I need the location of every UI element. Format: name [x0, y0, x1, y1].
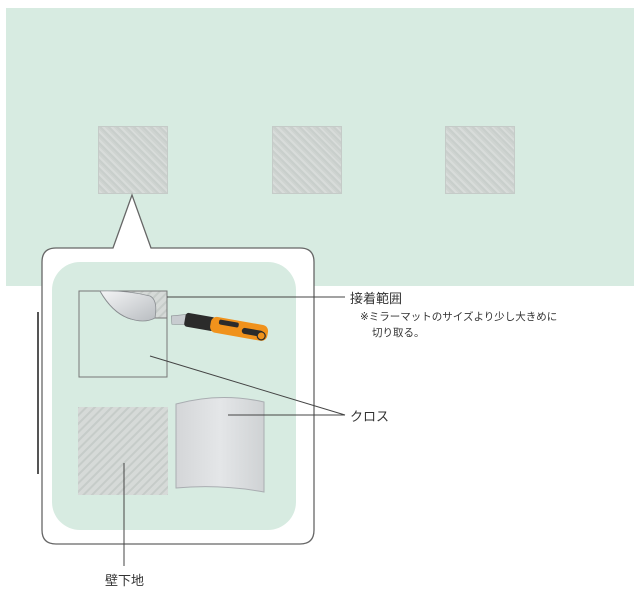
cloth-sheet-figure [175, 397, 265, 493]
peeled-cloth-corner-icon [99, 290, 157, 322]
utility-knife-icon [170, 312, 269, 341]
wall-base-label: 壁下地 [105, 574, 145, 589]
wall-tile-2 [272, 126, 342, 194]
wall-tile-1 [98, 126, 168, 194]
wall-base-figure [78, 407, 168, 495]
adhesive-area-figure [78, 290, 168, 378]
cloth-label: クロス [350, 410, 390, 425]
leader-lines [123, 296, 346, 566]
wall-edge-bar [37, 312, 39, 474]
adhesive-area-note-line2: 切り取る。 [372, 327, 425, 339]
adhesive-area-note-line1: ※ミラーマットのサイズより少し大きめに [360, 311, 558, 323]
adhesive-area-label: 接着範囲 [350, 292, 403, 307]
wall-tile-3 [445, 126, 515, 194]
